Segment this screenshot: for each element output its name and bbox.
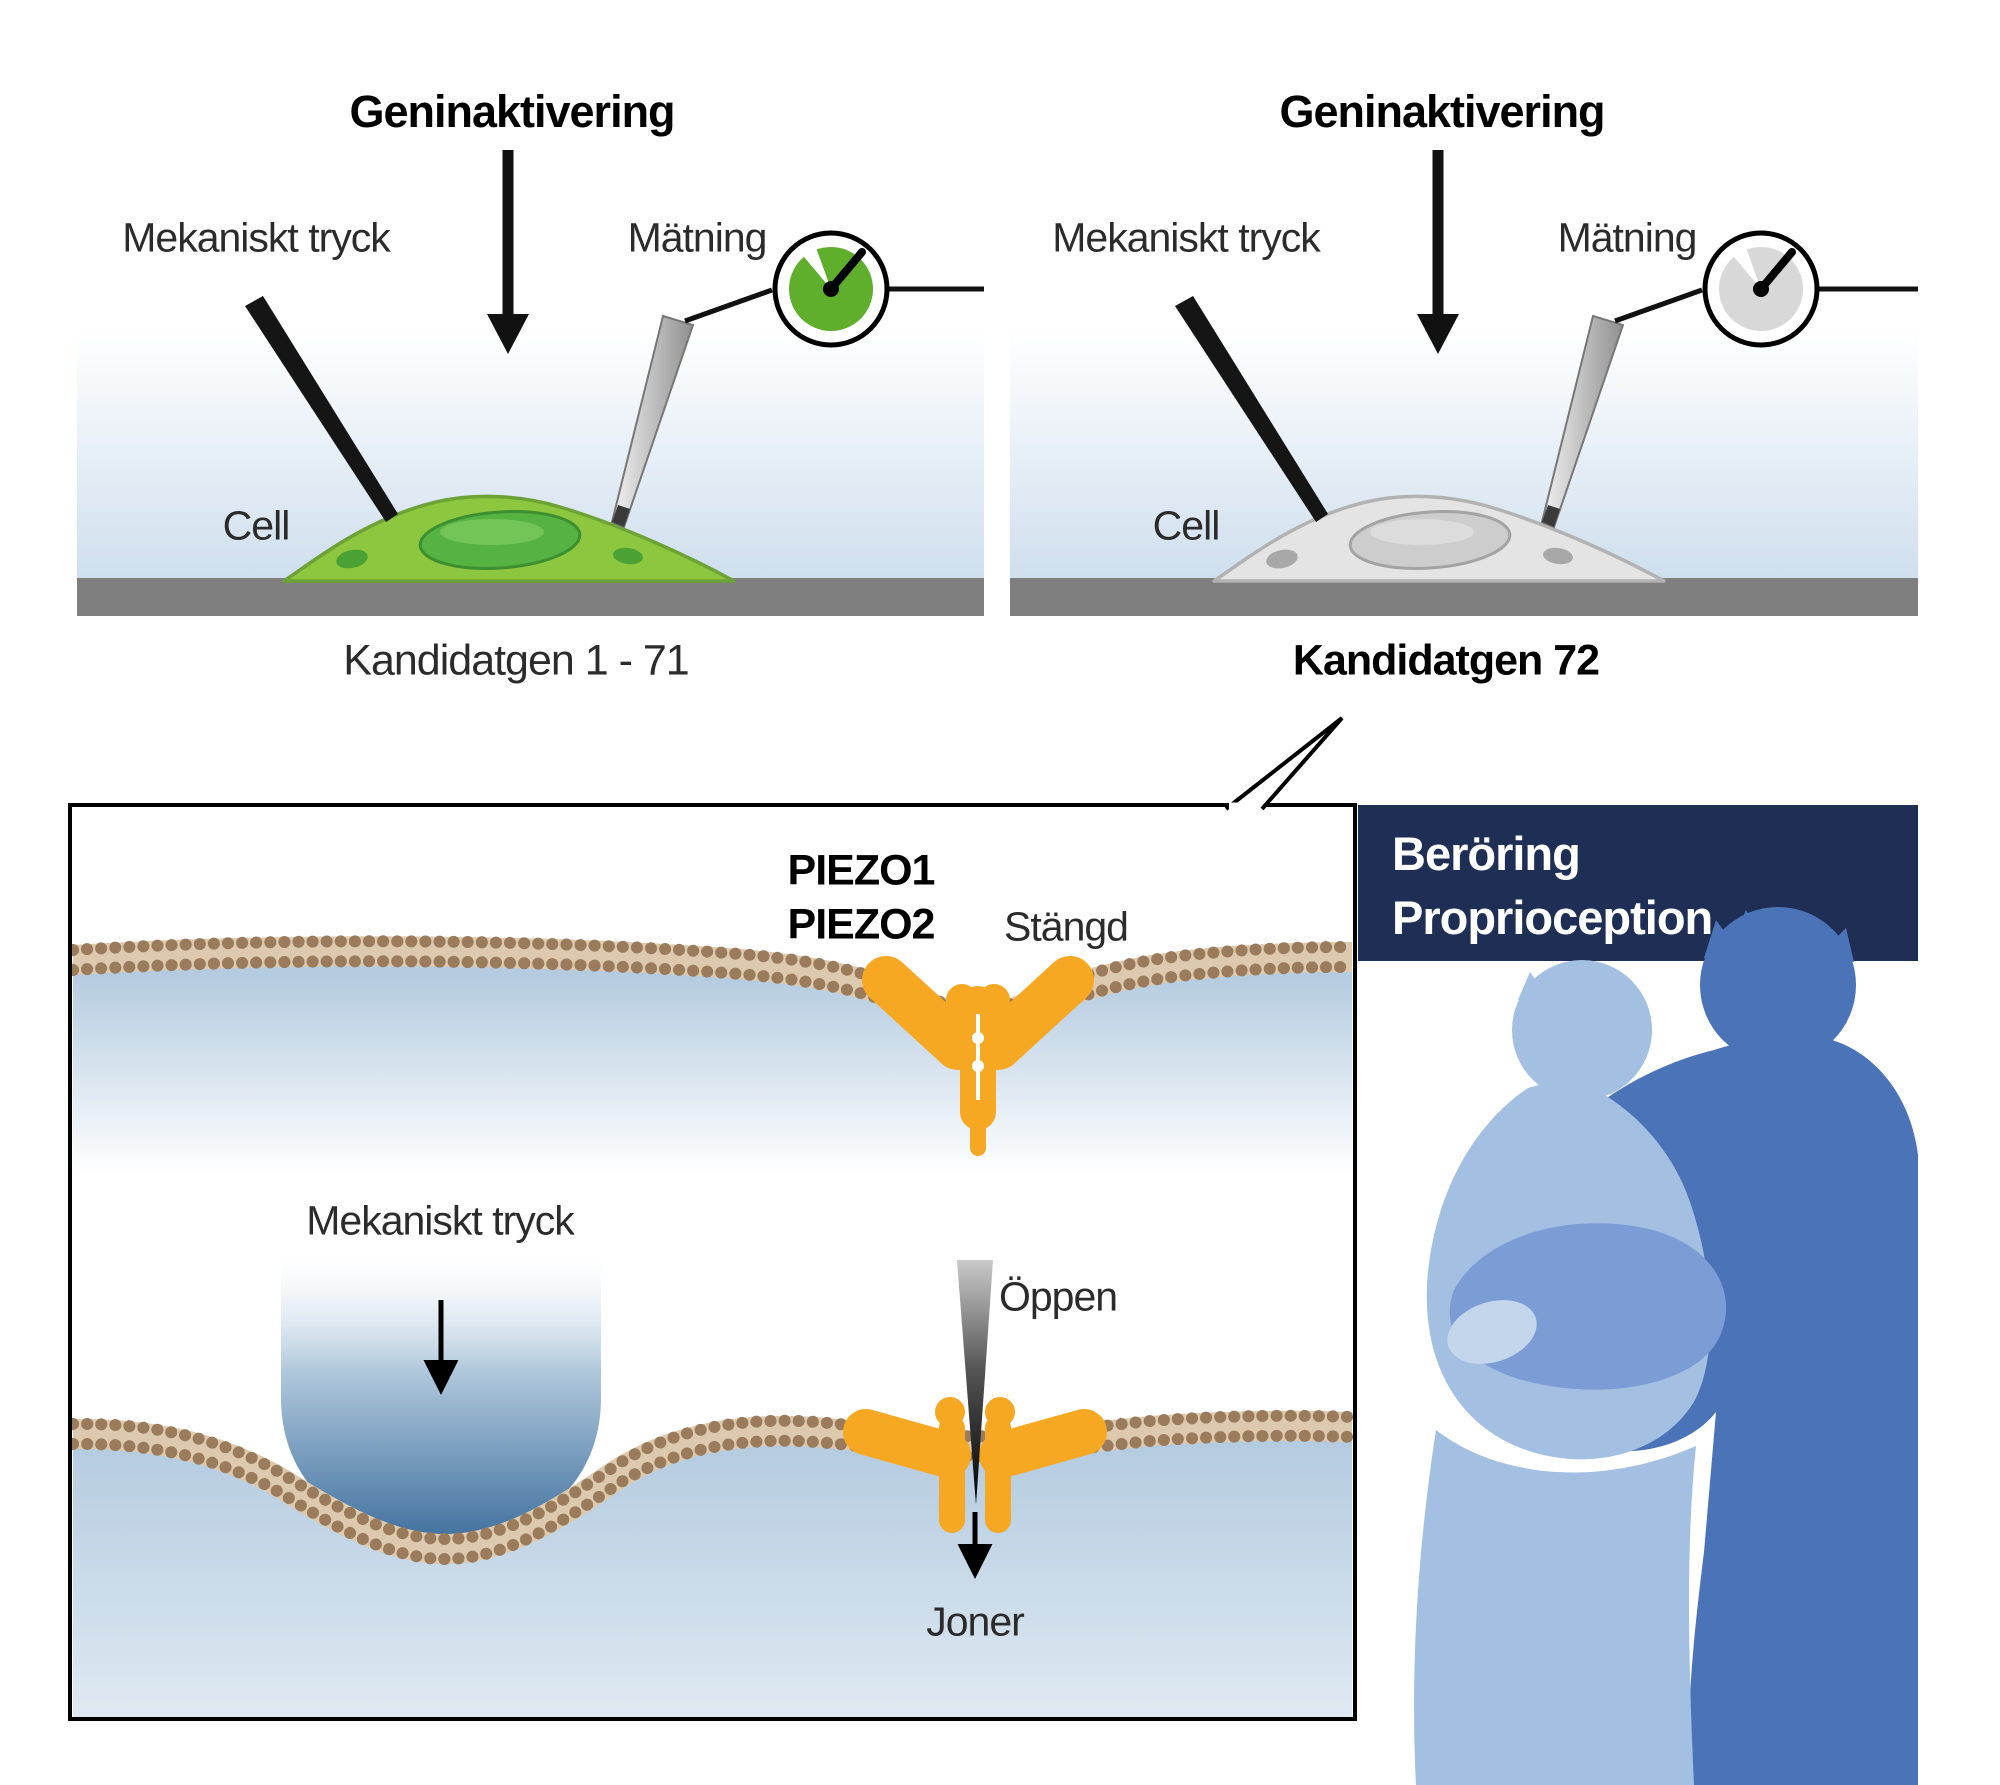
nucleus-highlight — [440, 519, 544, 545]
experiment-panel-right — [1010, 150, 1918, 616]
left-pressure-label: Mekaniskt tryck — [122, 214, 390, 261]
ion-funnel-icon — [957, 1260, 993, 1505]
callout-pointer — [1224, 716, 1344, 811]
down-arrow-icon — [1417, 150, 1459, 354]
left-cell-label: Cell — [222, 502, 291, 549]
diagram-pressure-label: Mekaniskt tryck — [306, 1197, 574, 1244]
organelle — [613, 547, 643, 565]
left-measurement-label: Mätning — [627, 214, 768, 261]
organelle — [1543, 547, 1573, 565]
pressure-probe-icon — [245, 296, 398, 522]
left-gene-inactivation-title: Geninaktivering — [349, 86, 675, 137]
right-measurement-label: Mätning — [1557, 214, 1698, 261]
cytoplasm-upper — [73, 951, 1352, 1200]
right-pressure-label: Mekaniskt tryck — [1052, 214, 1320, 261]
membrane-bottom — [72, 1409, 1353, 1566]
right-candidate-gene-caption: Kandidatgen 72 — [1292, 636, 1600, 685]
piezo-channel-closed — [862, 956, 1094, 1156]
left-candidate-genes-caption: Kandidatgen 1 - 71 — [343, 636, 689, 685]
pressure-probe-icon — [1175, 296, 1328, 522]
pipette-icon — [1540, 314, 1625, 529]
piezo-channel-open — [843, 1397, 1107, 1533]
function-label-touch: Beröring — [1392, 827, 1581, 880]
right-cell-label: Cell — [1152, 502, 1221, 549]
pressure-bulge — [281, 1262, 601, 1540]
ions-label: Joner — [926, 1598, 1025, 1645]
cell-green — [282, 494, 736, 583]
open-state-label: Öppen — [998, 1273, 1118, 1320]
protein-label-piezo1: PIEZO1 — [787, 846, 936, 895]
experiment-panel-left — [77, 150, 984, 616]
hugging-figures-illustration — [1414, 907, 1918, 1785]
closed-state-label: Stängd — [1004, 903, 1129, 950]
dish-surface-right — [1010, 578, 1918, 616]
cytoplasm-lower — [73, 1425, 1352, 1717]
gauge-dial-gray-icon — [1614, 230, 1918, 348]
down-arrow-icon — [487, 150, 529, 354]
membrane-diagram-content — [72, 935, 1353, 1717]
organelle — [1266, 549, 1298, 569]
cell-gray — [1212, 494, 1666, 583]
pipette-icon — [610, 314, 695, 529]
child-hand — [1447, 1300, 1537, 1364]
protein-label-piezo2: PIEZO2 — [787, 900, 936, 949]
dish-surface-left — [77, 578, 984, 616]
function-label-proprioception: Proprioception — [1392, 891, 1713, 944]
gauge-dial-green-icon — [684, 230, 984, 348]
organelle — [336, 549, 368, 569]
right-gene-inactivation-title: Geninaktivering — [1279, 86, 1605, 137]
nucleus-highlight — [1370, 519, 1474, 545]
